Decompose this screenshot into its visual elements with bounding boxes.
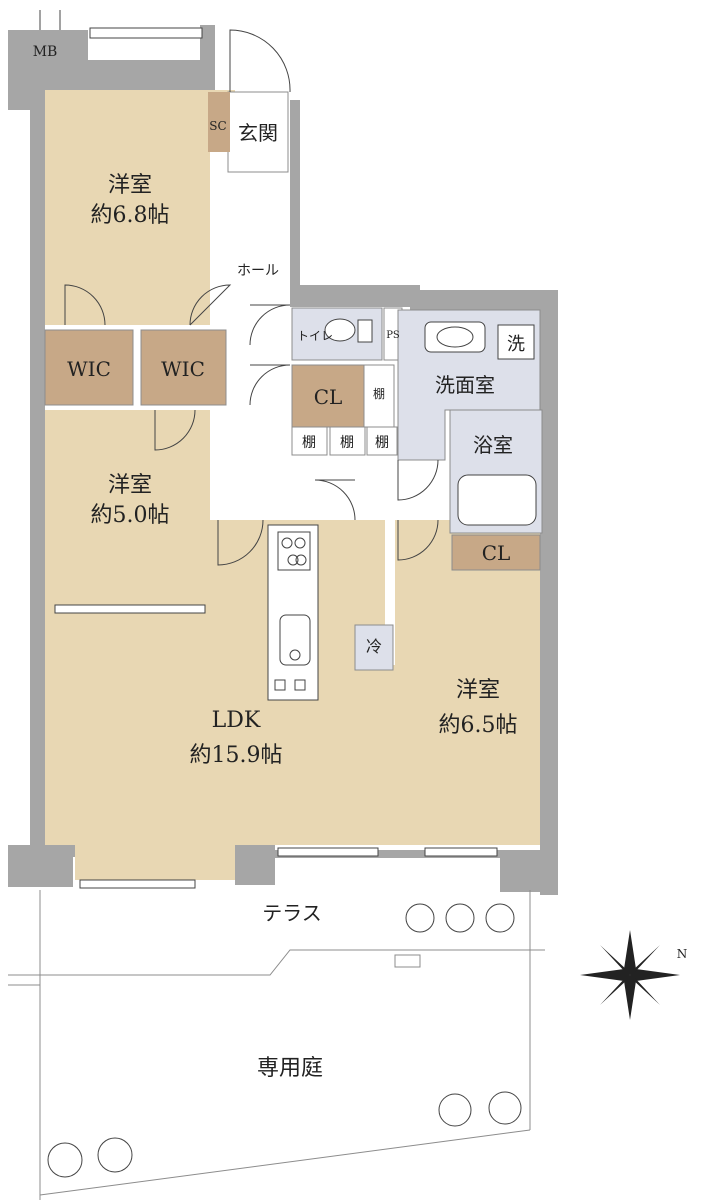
label-ps: PS — [386, 330, 400, 341]
room-ldk-size: 約15.9帖 — [190, 743, 283, 768]
label-terrace: テラス — [262, 901, 322, 925]
label-garden: 専用庭 — [257, 1056, 323, 1081]
room-ldk-name: LDK — [212, 708, 261, 733]
tana-side — [363, 364, 395, 428]
room-youshitsu-a — [45, 90, 235, 325]
cl-upper — [291, 364, 365, 428]
label-tana-3: 棚 — [375, 435, 389, 451]
label-senmenshitsu: 洗面室 — [435, 373, 495, 397]
label-hall: ホール — [237, 263, 279, 279]
label-wic-right: WIC — [161, 357, 205, 381]
tana-1 — [291, 426, 328, 456]
room-youshitsu-c-size: 約6.5帖 — [439, 713, 518, 738]
label-sentaku: 洗 — [507, 334, 525, 355]
tana-3 — [366, 426, 398, 456]
tana-2 — [329, 426, 366, 456]
wic-right — [140, 329, 227, 406]
label-cl-lower: CL — [482, 541, 511, 565]
label-tana-1: 棚 — [302, 435, 316, 451]
windows — [54, 27, 498, 889]
trees — [47, 903, 522, 1178]
outdoor — [8, 890, 545, 1200]
room-youshitsu-a-name: 洋室 — [108, 173, 152, 198]
room-youshitsu-b-name: 洋室 — [108, 473, 152, 498]
genkan-floor — [227, 91, 289, 173]
door-swings — [39, 10, 439, 566]
label-cl-upper: CL — [314, 385, 343, 409]
compass-n-label: N — [677, 947, 688, 961]
label-tana-side: 棚 — [373, 386, 385, 401]
compass-icon — [580, 930, 680, 1020]
fridge-space — [354, 624, 394, 671]
cl-lower — [451, 534, 541, 571]
room-youshitsu-c — [395, 520, 540, 845]
kitchen-details — [274, 531, 311, 691]
label-wic-left: WIC — [67, 357, 111, 381]
fixtures — [324, 318, 537, 526]
room-youshitsu-b-size: 約5.0帖 — [91, 503, 170, 528]
label-mb: MB — [33, 44, 58, 60]
wic-left — [44, 329, 134, 406]
sc-closet — [208, 92, 230, 152]
label-toilet: トイレ — [297, 329, 333, 343]
room-youshitsu-a-size: 約6.8帖 — [91, 203, 170, 228]
room-youshitsu-c-name: 洋室 — [456, 678, 500, 703]
room-youshitsu-b — [45, 410, 210, 610]
label-rei: 冷 — [366, 637, 382, 656]
label-sc: SC — [209, 119, 226, 133]
label-yokushitsu: 浴室 — [473, 433, 513, 457]
label-tana-2: 棚 — [340, 435, 354, 451]
label-genkan: 玄関 — [238, 121, 278, 145]
